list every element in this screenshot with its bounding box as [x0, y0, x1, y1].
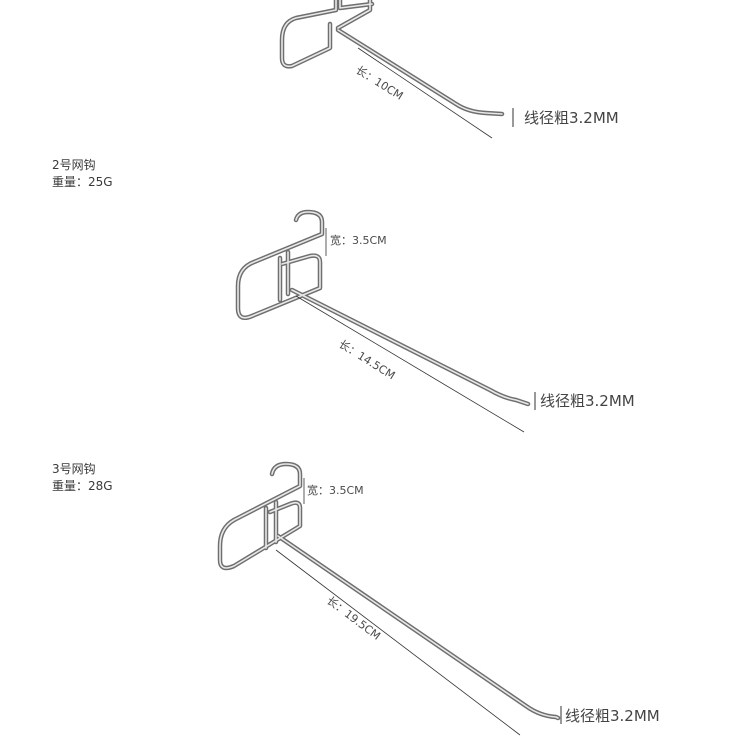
- hook-2-spec: 2号网钩 重量：25G: [52, 157, 113, 191]
- hook-3-spec: 3号网钩 重量：28G: [52, 461, 113, 495]
- hook-2-width-label: 宽：3.5CM: [330, 233, 387, 247]
- hook-1-wire-label: 线径粗3.2MM: [524, 109, 619, 127]
- hook-3-length-guide: [275, 549, 521, 736]
- hook-3-weight: 重量：28G: [52, 479, 113, 493]
- hook-1-length-guide: [357, 47, 493, 139]
- hook-2-wire: [235, 209, 531, 407]
- hook-3-width-label: 宽：3.5CM: [307, 483, 364, 497]
- hook-3-wire: [217, 461, 561, 721]
- hook-3-name: 3号网钩: [52, 462, 96, 476]
- hook-1-graphic: 长：10CM 线径粗3.2MM: [279, 0, 619, 139]
- hook-3-wire-label: 线径粗3.2MM: [565, 707, 660, 725]
- hook-3-graphic: 宽：3.5CM 长：19.5CM 线径粗3.2MM: [217, 461, 660, 736]
- hook-2-length-guide: [295, 295, 525, 433]
- hook-1-wire: [279, 0, 505, 117]
- hook-2-wire-label: 线径粗3.2MM: [540, 392, 635, 410]
- hook-2-length-label: 长：14.5CM: [336, 338, 397, 383]
- hook-2-weight: 重量：25G: [52, 175, 113, 189]
- hook-2-name: 2号网钩: [52, 158, 96, 172]
- hook-2-graphic: 宽：3.5CM 长：14.5CM 线径粗3.2MM: [235, 209, 635, 433]
